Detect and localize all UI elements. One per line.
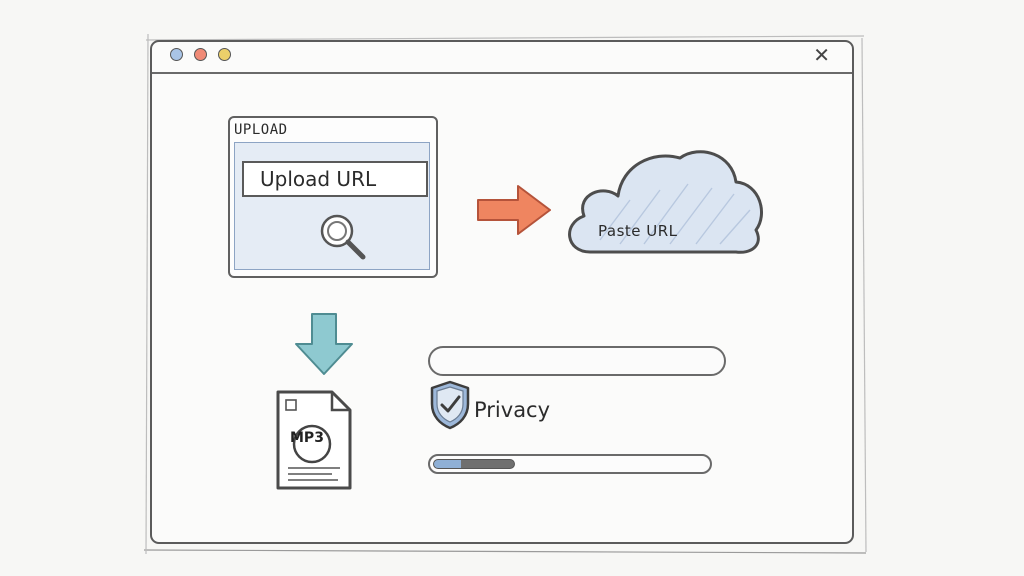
upload-url-input[interactable]: Upload URL xyxy=(242,161,428,197)
shield-check-icon xyxy=(430,380,470,430)
upload-panel: UPLOAD Upload URL xyxy=(228,116,438,278)
window-maximize-dot[interactable] xyxy=(218,48,231,61)
mp3-file-icon[interactable] xyxy=(272,388,356,492)
privacy-label: Privacy xyxy=(474,398,551,422)
paste-url-label[interactable]: Paste URL xyxy=(598,222,678,240)
progress-bar xyxy=(428,454,712,474)
upload-panel-body: Upload URL xyxy=(234,142,430,270)
app-window: ✕ UPLOAD Upload URL Paste URL MP3 xyxy=(150,40,854,544)
window-minimize-dot[interactable] xyxy=(170,48,183,61)
arrow-down-icon xyxy=(295,313,353,375)
cloud-icon[interactable] xyxy=(560,140,770,262)
progress-bar-fill xyxy=(433,459,515,469)
window-close-dot[interactable] xyxy=(194,48,207,61)
close-icon[interactable]: ✕ xyxy=(813,43,830,67)
url-input-bar[interactable] xyxy=(428,346,726,376)
upload-panel-title: UPLOAD xyxy=(234,122,288,138)
search-icon[interactable] xyxy=(315,209,371,265)
title-bar: ✕ xyxy=(152,42,852,74)
mp3-file-label: MP3 xyxy=(290,430,324,446)
arrow-right-icon xyxy=(477,185,551,235)
